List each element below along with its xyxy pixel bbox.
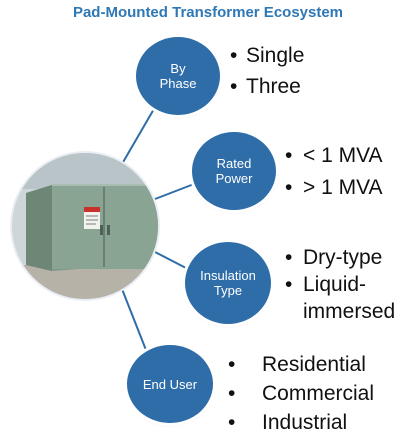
list-item-text: < 1 MVA xyxy=(303,144,383,167)
list-item: • Residential xyxy=(228,350,374,379)
list-item-text: Industrial xyxy=(262,411,348,434)
node-label-line-1: End User xyxy=(142,376,198,392)
list-item: • Liquid- xyxy=(285,271,395,298)
node-label-line-1: By xyxy=(170,61,186,76)
list-item-text: Residential xyxy=(262,353,366,376)
bullet-dot: • xyxy=(285,273,293,296)
bullet-dot: • xyxy=(285,176,293,199)
list-item: • Commercial xyxy=(228,379,374,408)
bullet-dot: • xyxy=(228,382,236,405)
list-item-text: Liquid- xyxy=(303,273,367,296)
list-item-continuation: immersed xyxy=(285,298,395,325)
connector-power xyxy=(154,183,195,200)
list-item: • > 1 MVA xyxy=(285,172,383,204)
list-rated-power: • < 1 MVA • > 1 MVA xyxy=(285,140,383,204)
list-item: • Single xyxy=(230,40,304,71)
bullet-dot: • xyxy=(285,246,293,269)
list-item-text: Single xyxy=(246,44,305,67)
list-end-user: • Residential • Commercial • Industrial xyxy=(228,350,374,437)
node-label-line-2: Phase xyxy=(159,76,197,91)
bullet-dot: • xyxy=(230,75,238,98)
list-item: • Industrial xyxy=(228,408,374,437)
list-item-text: immersed xyxy=(303,300,396,323)
bullet-dot: • xyxy=(285,144,293,167)
list-by-phase: • Single • Three xyxy=(230,40,304,102)
list-item-text: Three xyxy=(246,75,301,98)
list-item-text: Commercial xyxy=(262,382,375,405)
node-end-user: End User xyxy=(127,345,213,423)
node-by-phase: By Phase xyxy=(136,37,220,115)
list-item: • Dry-type xyxy=(285,244,395,271)
list-item: • Three xyxy=(230,71,304,102)
node-label-line-2: Power xyxy=(215,171,253,186)
list-item-text: Dry-type xyxy=(303,246,383,269)
connector-phase xyxy=(121,101,159,165)
connector-enduser xyxy=(121,288,147,351)
node-insulation-type: Insulation Type xyxy=(185,242,271,324)
list-insulation-type: • Dry-type • Liquid- immersed xyxy=(285,244,395,325)
list-item: • < 1 MVA xyxy=(285,140,383,172)
bullet-dot: • xyxy=(228,353,236,376)
node-label-line-2: Type xyxy=(213,283,243,298)
node-rated-power: Rated Power xyxy=(192,132,276,210)
connector-insulation xyxy=(154,251,187,269)
node-label-line-1: Insulation xyxy=(200,268,256,283)
bullet-dot: • xyxy=(228,411,236,434)
transformer-photo xyxy=(12,153,158,299)
bullet-dot: • xyxy=(230,44,238,67)
list-item-text: > 1 MVA xyxy=(303,176,383,199)
diagram-title: Pad-Mounted Transformer Ecosystem xyxy=(72,4,344,21)
node-label-line-1: Rated xyxy=(216,156,252,171)
